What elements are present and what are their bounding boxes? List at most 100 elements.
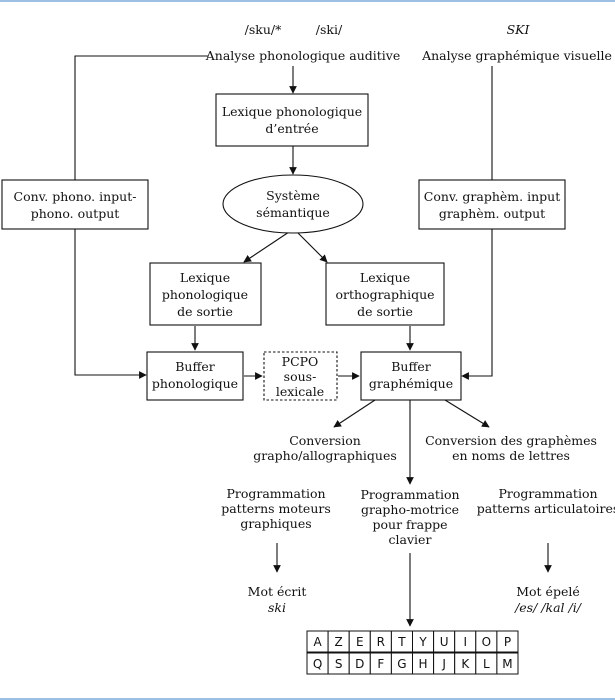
svg-text:clavier: clavier (389, 532, 432, 547)
svg-text:Lexique: Lexique (180, 270, 230, 285)
svg-text:phono. output: phono. output (31, 206, 120, 221)
svg-text:phonologique: phonologique (162, 287, 248, 302)
keyboard-key-label: K (461, 657, 470, 671)
svg-text:de sortie: de sortie (357, 304, 413, 319)
keyboard-key: A (306, 630, 329, 653)
edge-buffer-graph-to-conversion-allo (333, 399, 376, 428)
svg-text:Programmation: Programmation (226, 486, 325, 501)
svg-text:patterns moteurs: patterns moteurs (221, 501, 331, 516)
svg-text:graphèm. output: graphèm. output (439, 206, 545, 221)
svg-text:Mot écrit: Mot écrit (248, 584, 307, 599)
svg-text:en noms de lettres: en noms de lettres (452, 448, 570, 463)
keyboard-key-label: F (377, 657, 384, 671)
edge-semantique-to-lexique-ortho-sortie (296, 231, 328, 263)
node-prog-articulatoires: Programmation patterns articulatoires (477, 486, 615, 516)
keyboard-key-label: J (441, 657, 446, 671)
keyboard-key-label: A (313, 635, 322, 649)
keyboard-key: R (369, 630, 392, 653)
svg-text:Programmation: Programmation (360, 487, 459, 502)
graph-example: SKI (507, 22, 531, 37)
edge-analyse-graph-to-buffer-graph (461, 66, 493, 380)
keyboard-key-label: O (482, 635, 491, 649)
node-conversion-noms: Conversion des graphèmes en noms de lett… (425, 433, 597, 463)
svg-text:d’entrée: d’entrée (265, 121, 318, 136)
keyboard-key: L (475, 652, 498, 675)
svg-text:Mot épelé: Mot épelé (516, 584, 580, 599)
svg-text:pour frappe: pour frappe (373, 517, 448, 532)
node-systeme-semantique: Système sémantique (222, 174, 364, 234)
keyboard-key-label: S (335, 657, 343, 671)
phon-example-2: /ski/ (316, 22, 343, 37)
svg-text:lexicale: lexicale (276, 384, 324, 399)
keyboard-key-label: M (502, 657, 512, 671)
svg-text:phonologique: phonologique (152, 376, 238, 391)
node-prog-graphiques: Programmation patterns moteurs graphique… (221, 486, 331, 531)
keyboard-key: T (390, 630, 413, 653)
edge-semantique-to-lexique-phono-sortie (243, 231, 290, 263)
node-buffer-phono: Buffer phonologique (146, 351, 244, 401)
svg-text:Conversion des graphèmes: Conversion des graphèmes (425, 433, 597, 448)
keyboard-key-label: H (419, 657, 428, 671)
keyboard-key-label: D (355, 657, 364, 671)
svg-text:orthographique: orthographique (335, 287, 434, 302)
keyboard-key-label: U (440, 635, 449, 649)
node-conversion-allo: Conversion grapho/allographiques (253, 433, 397, 463)
phon-example-1: /sku/* (245, 22, 282, 37)
keyboard-key-label: T (397, 635, 406, 649)
keyboard-key: H (412, 652, 435, 675)
node-pcpo: PCPO sous- lexicale (263, 351, 338, 401)
keyboard-key: P (496, 630, 519, 653)
svg-text:Programmation: Programmation (498, 486, 597, 501)
svg-text:Conv. graphèm. input: Conv. graphèm. input (424, 189, 560, 204)
svg-text:patterns articulatoires: patterns articulatoires (477, 501, 615, 516)
svg-text:de sortie: de sortie (177, 304, 233, 319)
svg-text:Lexique: Lexique (360, 270, 410, 285)
keyboard-key-label: Z (335, 635, 343, 649)
output-mot-ecrit: Mot écrit ski (248, 584, 307, 615)
svg-text:Lexique phonologique: Lexique phonologique (222, 104, 362, 119)
keyboard-key: J (433, 652, 456, 675)
keyboard-key: Q (306, 652, 329, 675)
keyboard-key-label: I (463, 635, 467, 649)
keyboard-key: G (390, 652, 413, 675)
svg-text:Buffer: Buffer (391, 359, 431, 374)
keyboard-key: K (454, 652, 477, 675)
node-buffer-graph: Buffer graphémique (360, 351, 462, 401)
keyboard-key-label: G (397, 657, 406, 671)
svg-text:Conversion: Conversion (289, 433, 361, 448)
node-prog-motrice: Programmation grapho-motrice pour frappe… (360, 487, 459, 547)
keyboard-key: D (348, 652, 371, 675)
keyboard-key: M (496, 652, 519, 675)
svg-text:graphémique: graphémique (369, 376, 453, 391)
svg-text:grapho-motrice: grapho-motrice (361, 502, 459, 517)
keyboard-key-label: L (483, 657, 490, 671)
svg-text:sous-: sous- (284, 369, 317, 384)
node-conv-phono: Conv. phono. input- phono. output (1, 179, 149, 230)
keyboard-key-label: E (356, 635, 364, 649)
keyboard-key-label: P (504, 635, 511, 649)
keyboard-key: F (369, 652, 392, 675)
analyse-graph-label: Analyse graphémique visuelle (421, 48, 612, 63)
svg-text:grapho/allographiques: grapho/allographiques (253, 448, 397, 463)
edge-buffer-graph-to-conversion-noms (444, 399, 490, 428)
keyboard-key: I (454, 630, 477, 653)
analyse-phono-label: Analyse phonologique auditive (205, 48, 400, 63)
keyboard-key: O (475, 630, 498, 653)
keyboard-key: U (433, 630, 456, 653)
svg-text:ski: ski (268, 600, 286, 615)
keyboard-key: E (348, 630, 371, 653)
keyboard-key-label: R (377, 635, 385, 649)
output-mot-epele: Mot épelé /es/ /kal /i/ (514, 584, 583, 615)
keyboard-key: Z (327, 630, 350, 653)
keyboard-key-label: Q (313, 657, 322, 671)
keyboard-key-label: Y (418, 635, 427, 649)
node-conv-graph: Conv. graphèm. input graphèm. output (418, 179, 566, 230)
keyboard-key: Y (412, 630, 435, 653)
svg-text:Conv. phono. input-: Conv. phono. input- (14, 189, 137, 204)
node-lexique-phono-sortie: Lexique phonologique de sortie (149, 262, 262, 326)
svg-text:PCPO: PCPO (282, 354, 319, 369)
svg-text:Système: Système (266, 188, 320, 203)
node-lexique-ortho-sortie: Lexique orthographique de sortie (325, 262, 445, 326)
node-lexique-phono-entree: Lexique phonologique d’entrée (215, 93, 369, 147)
